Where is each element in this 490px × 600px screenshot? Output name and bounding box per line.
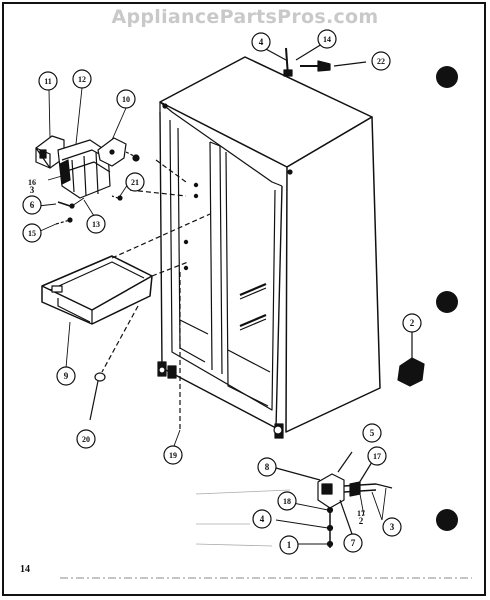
callout-c20: 20 [76, 429, 96, 449]
callout-label: 18 [283, 497, 291, 506]
callout-label: 20 [82, 435, 90, 444]
callout-label: 13 [92, 220, 100, 229]
callout-circle [257, 457, 277, 477]
callout-label: 11 [44, 77, 52, 86]
callout-c3b: 3 [382, 517, 402, 537]
callout-label: 2 [359, 516, 364, 526]
callout-c15: 15 [22, 223, 42, 243]
refrigerator-cabinet [157, 56, 381, 439]
callout-c1: 1 [279, 535, 299, 555]
callout-label: 1 [287, 540, 292, 550]
callout-label: 8 [265, 462, 270, 472]
callout-circle [86, 214, 106, 234]
callout-label: 4 [259, 37, 264, 47]
callout-c2: 2 [402, 313, 422, 333]
callout-label: 3 [30, 185, 35, 195]
explode-lines [101, 159, 211, 432]
callout-label: 10 [122, 95, 130, 104]
callout-circle [371, 51, 391, 71]
callout-label: 22 [377, 57, 385, 66]
watermark: AppliancePartsPros.com [111, 6, 379, 28]
water-valve-assembly [275, 451, 393, 548]
callout-c16: 16 [28, 178, 36, 187]
callout-label: 2 [410, 318, 415, 328]
callout-c7: 7 [343, 533, 363, 553]
callout-circle [382, 517, 402, 537]
callout-c2b: 2 [359, 516, 364, 526]
callout-circle [116, 89, 136, 109]
callout-c13: 13 [86, 214, 106, 234]
registration-marks [436, 66, 458, 531]
callout-circle [343, 533, 363, 553]
callout-c11: 11 [38, 71, 58, 91]
callout-label: 15 [28, 229, 36, 238]
callout-label: 17 [373, 452, 381, 461]
callout-label: 6 [30, 200, 35, 210]
callout-c4b: 4 [252, 509, 272, 529]
callout-circle [367, 446, 387, 466]
roller-assembly [397, 330, 425, 387]
callout-c6: 6 [22, 195, 42, 215]
callout-label: 17 [357, 509, 365, 518]
callout-circle [22, 195, 42, 215]
callout-c8: 8 [257, 457, 277, 477]
callout-c19: 19 [163, 445, 183, 465]
callout-circle [76, 429, 96, 449]
callout-label: 12 [78, 75, 86, 84]
callout-circle [362, 423, 382, 443]
callout-label: 19 [169, 451, 177, 460]
page-number: 14 [20, 564, 30, 575]
callout-circle [22, 223, 42, 243]
callout-label: 3 [390, 522, 395, 532]
callout-c9: 9 [56, 366, 76, 386]
callout-c17: 17 [367, 446, 387, 466]
callout-circle [279, 535, 299, 555]
callout-c10: 10 [116, 89, 136, 109]
callout-label: 16 [28, 178, 36, 187]
ice-storage-bin [41, 255, 153, 325]
callout-c4a: 4 [251, 32, 271, 52]
callout-label: 21 [131, 178, 139, 187]
top-hinge-hardware [263, 43, 367, 77]
callout-c22: 22 [371, 51, 391, 71]
bin-glide [89, 372, 106, 421]
callout-c14: 14 [317, 29, 337, 49]
callout-circle [251, 32, 271, 52]
callout-circle [252, 509, 272, 529]
callout-circle [163, 445, 183, 465]
callout-circle [125, 172, 145, 192]
faded-annotations [195, 489, 291, 547]
callout-label: 5 [370, 428, 375, 438]
callout-circle [317, 29, 337, 49]
callout-label: 9 [64, 371, 69, 381]
callout-circle [72, 69, 92, 89]
callout-circle [56, 366, 76, 386]
callout-c5: 5 [362, 423, 382, 443]
diagram-border [2, 2, 486, 596]
callout-c17b: 17 [357, 509, 365, 518]
callout-c18: 18 [277, 491, 297, 511]
callout-circle [38, 71, 58, 91]
callout-label: 7 [351, 538, 356, 548]
callout-c3a: 3 [30, 185, 35, 195]
callout-label: 14 [323, 35, 331, 44]
callout-c12: 12 [72, 69, 92, 89]
icemaker-assembly [35, 135, 140, 225]
callout-c21: 21 [125, 172, 145, 192]
callout-circle [277, 491, 297, 511]
callout-circle [402, 313, 422, 333]
callout-label: 4 [260, 514, 265, 524]
